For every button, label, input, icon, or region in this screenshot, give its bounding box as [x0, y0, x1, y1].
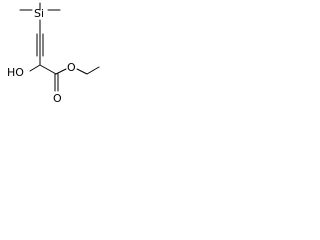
- bond-ch2-ch3: [86, 66, 100, 75]
- chemical-structure: Si HO O O: [7, 2, 100, 105]
- atom-o-ester: O: [67, 61, 76, 74]
- bond-ch-oh: [29, 64, 41, 72]
- atom-si: Si: [34, 7, 44, 20]
- atom-o-carbonyl: O: [53, 92, 62, 105]
- bond-oester-ch2: [76, 68, 88, 75]
- bond-carbonyl-oester: [55, 68, 67, 75]
- atom-ho: HO: [7, 66, 24, 79]
- bond-ch-carbonyl: [39, 64, 57, 75]
